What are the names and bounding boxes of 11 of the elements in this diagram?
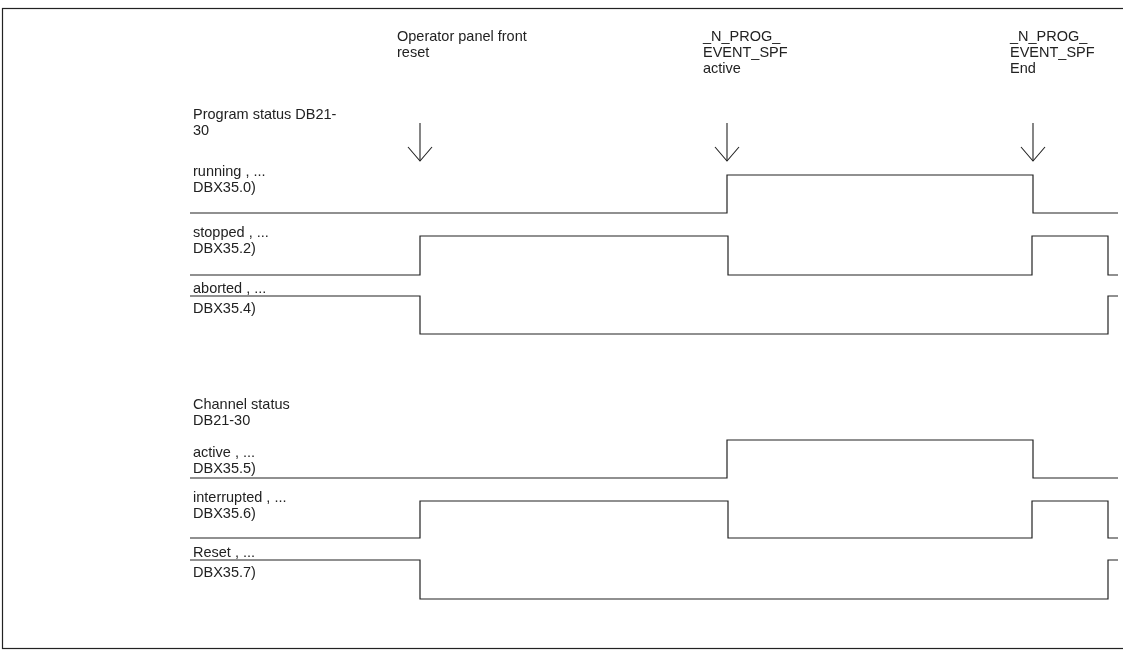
signal-label: interrupted , ... DBX35.6) (193, 489, 288, 521)
signal-label: active , ... DBX35.5) (193, 444, 257, 476)
event-label: Operator panel front reset (397, 28, 528, 60)
signal-label: stopped , ... DBX35.2) (193, 224, 270, 256)
signal-label: Reset , ... DBX35.7) (193, 543, 257, 582)
signal-label: running , ... DBX35.0) (193, 163, 267, 195)
event-label: _N_PROG_ EVENT_SPF active (703, 28, 789, 76)
event-label: _N_PROG_ EVENT_SPF End (1010, 28, 1096, 76)
section-heading: Channel status DB21-30 (193, 396, 291, 428)
section-heading: Program status DB21-30 (193, 106, 338, 138)
signal-label: aborted , ... DBX35.4) (193, 279, 268, 318)
